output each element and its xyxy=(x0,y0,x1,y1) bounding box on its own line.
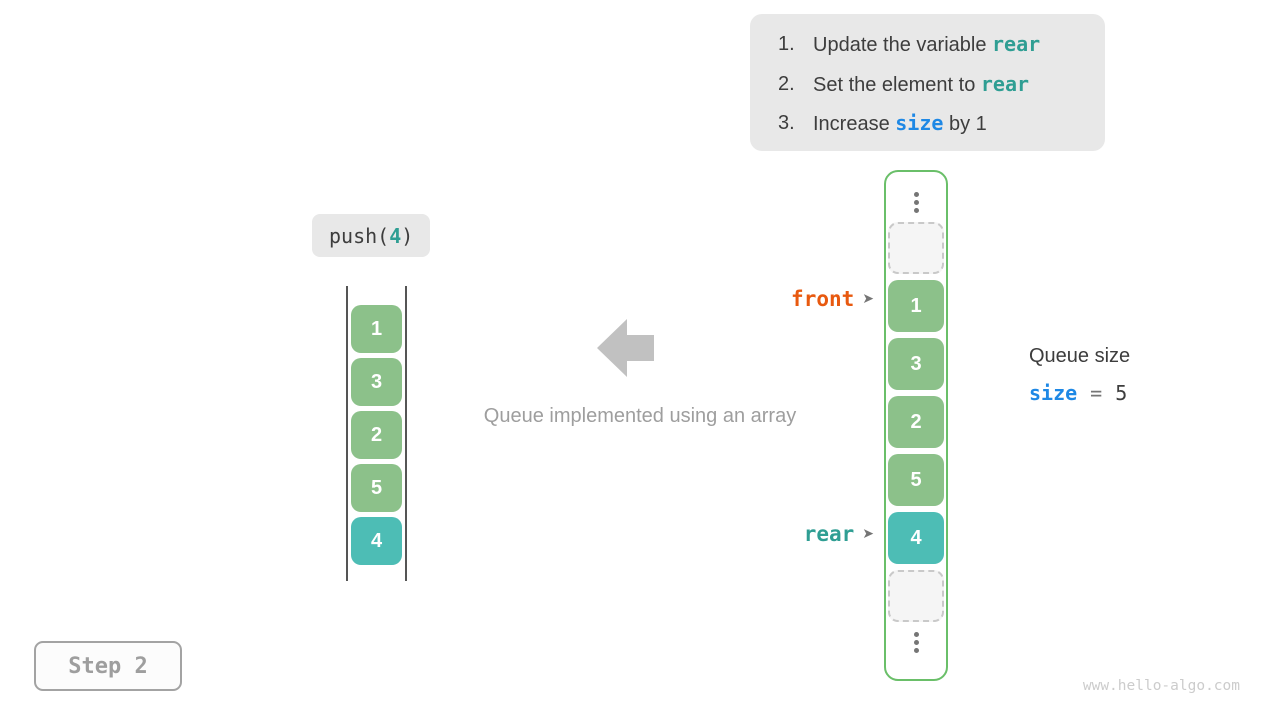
instruction-step-1: 1. Update the variable rear xyxy=(778,25,1087,65)
diagram-caption: Queue implemented using an array xyxy=(483,405,797,427)
array-cell-empty xyxy=(888,222,944,274)
queue-size-expression: size = 5 xyxy=(1029,381,1130,405)
equals-sign: = xyxy=(1090,381,1103,405)
instruction-panel: 1. Update the variable rear 2. Set the e… xyxy=(750,14,1105,151)
push-arg: 4 xyxy=(389,223,402,248)
queue-element: 5 xyxy=(351,464,402,512)
instruction-text: Increase size by 1 xyxy=(813,111,987,135)
instruction-text: Set the element to rear xyxy=(813,71,1030,96)
front-pointer: front ➤ xyxy=(768,287,874,311)
array-cell: 2 xyxy=(888,396,944,448)
ellipsis-icon xyxy=(913,628,919,656)
size-variable: size xyxy=(1029,381,1078,405)
push-fn: push( xyxy=(329,223,390,248)
pointer-arrow-icon: ➤ xyxy=(862,291,874,307)
array-cell-empty xyxy=(888,570,944,622)
left-arrow-icon xyxy=(597,319,654,377)
instruction-step-2: 2. Set the element to rear xyxy=(778,65,1087,105)
array-cell: 3 xyxy=(888,338,944,390)
queue-element: 1 xyxy=(351,305,402,353)
code-token-size: size xyxy=(895,111,944,135)
code-token-rear: rear xyxy=(980,71,1030,96)
push-operation-label: push(4) xyxy=(312,214,431,257)
instruction-step-3: 3. Increase size by 1 xyxy=(778,104,1087,144)
watermark: www.hello-algo.com xyxy=(1082,678,1240,694)
instruction-number: 3. xyxy=(778,112,795,134)
instruction-number: 2. xyxy=(778,72,795,95)
queue-element: 3 xyxy=(351,358,402,406)
queue-visual: 1 3 2 5 4 xyxy=(346,286,407,581)
queue-element: 2 xyxy=(351,411,402,459)
array-visual: 1 3 2 5 4 xyxy=(884,170,948,681)
queue-element-new: 4 xyxy=(351,517,402,565)
rear-pointer: rear ➤ xyxy=(768,522,874,546)
instruction-text: Update the variable rear xyxy=(813,32,1041,56)
code-token-rear: rear xyxy=(992,32,1041,56)
arrow-tail xyxy=(626,335,654,361)
pointer-arrow-icon: ➤ xyxy=(862,526,874,542)
instruction-number: 1. xyxy=(778,33,795,55)
size-value: 5 xyxy=(1115,381,1128,405)
queue-size-title: Queue size xyxy=(1029,345,1131,367)
queue-size-block: Queue size size = 5 xyxy=(1029,345,1130,405)
array-cell-rear: 4 xyxy=(888,512,944,564)
rear-pointer-label: rear xyxy=(803,522,855,546)
step-badge: Step 2 xyxy=(34,641,182,691)
array-cell: 5 xyxy=(888,454,944,506)
array-cell-front: 1 xyxy=(888,280,944,332)
front-pointer-label: front xyxy=(791,287,855,311)
arrow-head xyxy=(597,319,627,377)
ellipsis-icon xyxy=(913,188,919,216)
push-close: ) xyxy=(401,223,414,248)
